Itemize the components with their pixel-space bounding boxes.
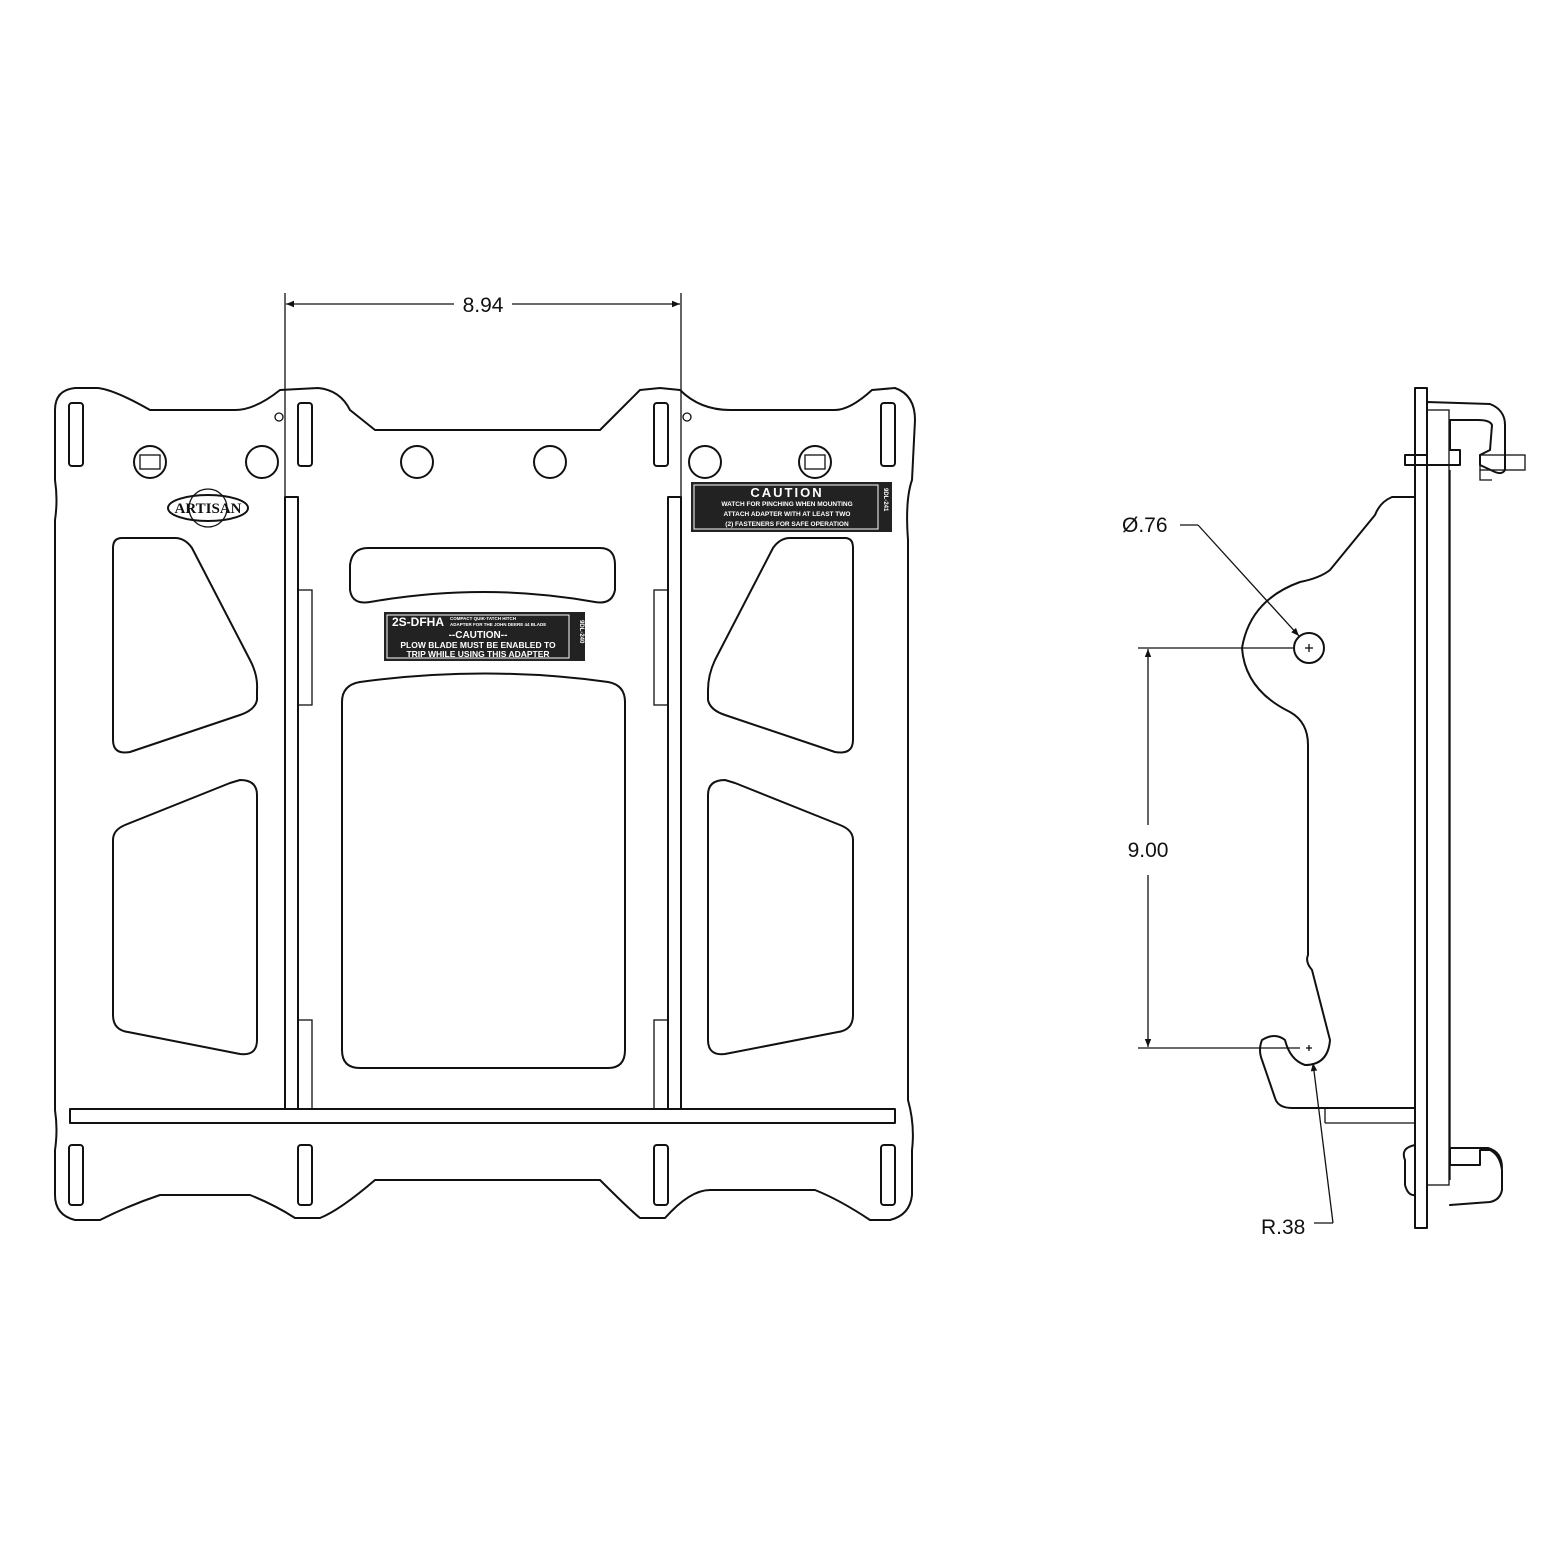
cutout: [341, 672, 626, 1069]
svg-text:8.94: 8.94: [463, 294, 504, 317]
channel-left: [284, 496, 299, 1110]
decal-right: CAUTION WATCH FOR PINCHING WHEN MOUNTING…: [691, 482, 892, 532]
svg-text:ARTISAN: ARTISAN: [175, 501, 242, 517]
rivet: [274, 412, 284, 422]
decal-center: 2S-DFHA COMPACT QUIK-TATCH HITCH ADAPTER…: [384, 612, 585, 661]
svg-text:9DL-240: 9DL-240: [578, 620, 584, 644]
dimension-diameter: Ø.76: [1122, 514, 1300, 637]
slot: [653, 1144, 669, 1206]
side-plate: [1426, 409, 1450, 1186]
cutout: [349, 547, 616, 604]
top-hook-tab: [1479, 454, 1526, 471]
rivet: [682, 412, 692, 422]
svg-text:CAUTION: CAUTION: [750, 485, 823, 500]
bottom-bar: [69, 1108, 896, 1124]
hole: [533, 445, 567, 479]
hole: [688, 445, 722, 479]
bolt-head: [133, 445, 167, 479]
cutout: [112, 537, 259, 754]
svg-text:9DL-241: 9DL-241: [882, 488, 888, 512]
bolt-head: [798, 445, 832, 479]
dimension-radius: R.38: [1261, 1062, 1334, 1239]
side-profile: [1241, 496, 1416, 1109]
cutout: [707, 779, 854, 1056]
bottom-ear: [1402, 1144, 1416, 1197]
channel-tab: [653, 589, 669, 706]
front-view: ARTISAN 2S-DFHA COMPACT QUIK-TATCH HITCH…: [54, 293, 916, 1221]
channel-tab: [297, 1019, 313, 1110]
svg-text:ATTACH ADAPTER WITH AT LEAST T: ATTACH ADAPTER WITH AT LEAST TWO: [724, 511, 851, 518]
svg-text:ADAPTER FOR THE JOHN DEERE 44: ADAPTER FOR THE JOHN DEERE 44 BLADE: [450, 622, 546, 627]
svg-text:TRIP WHILE USING THIS ADAPTER: TRIP WHILE USING THIS ADAPTER: [406, 649, 549, 659]
svg-text:--CAUTION--: --CAUTION--: [449, 630, 508, 641]
slot: [297, 1144, 313, 1206]
svg-text:Ø.76: Ø.76: [1122, 514, 1168, 537]
svg-text:2S-DFHA: 2S-DFHA: [392, 615, 444, 629]
svg-text:WATCH FOR PINCHING WHEN MOUNTI: WATCH FOR PINCHING WHEN MOUNTING: [721, 501, 852, 508]
slot: [880, 1144, 896, 1206]
slot: [68, 1144, 84, 1206]
svg-text:(2) FASTENERS FOR SAFE OPERATI: (2) FASTENERS FOR SAFE OPERATION: [725, 521, 849, 528]
cutout: [707, 537, 854, 754]
artisan-logo: ARTISAN: [167, 488, 249, 528]
svg-text:R.38: R.38: [1261, 1216, 1305, 1239]
slot: [297, 402, 313, 467]
svg-text:9.00: 9.00: [1128, 839, 1169, 862]
svg-text:COMPACT QUIK-TATCH HITCH: COMPACT QUIK-TATCH HITCH: [450, 616, 516, 621]
plate-outline: [54, 387, 916, 1221]
slot: [653, 402, 669, 467]
slot: [880, 402, 896, 467]
hole: [245, 445, 279, 479]
cutout: [112, 779, 258, 1056]
svg-text:PLOW BLADE MUST BE ENABLED TO: PLOW BLADE MUST BE ENABLED TO: [400, 640, 556, 650]
hole: [400, 445, 434, 479]
side-view: 9.00 Ø.76 R.38: [1122, 387, 1526, 1239]
channel-tab: [297, 589, 313, 706]
dimension-width: 8.94: [284, 293, 682, 497]
side-plate: [1414, 387, 1428, 1229]
channel-tab: [653, 1019, 669, 1110]
dimension-height: 9.00: [1128, 647, 1300, 1049]
top-hook: [1404, 401, 1506, 475]
channel-right: [667, 496, 682, 1110]
bottom-hook: [1449, 1149, 1503, 1206]
slot: [68, 402, 84, 467]
